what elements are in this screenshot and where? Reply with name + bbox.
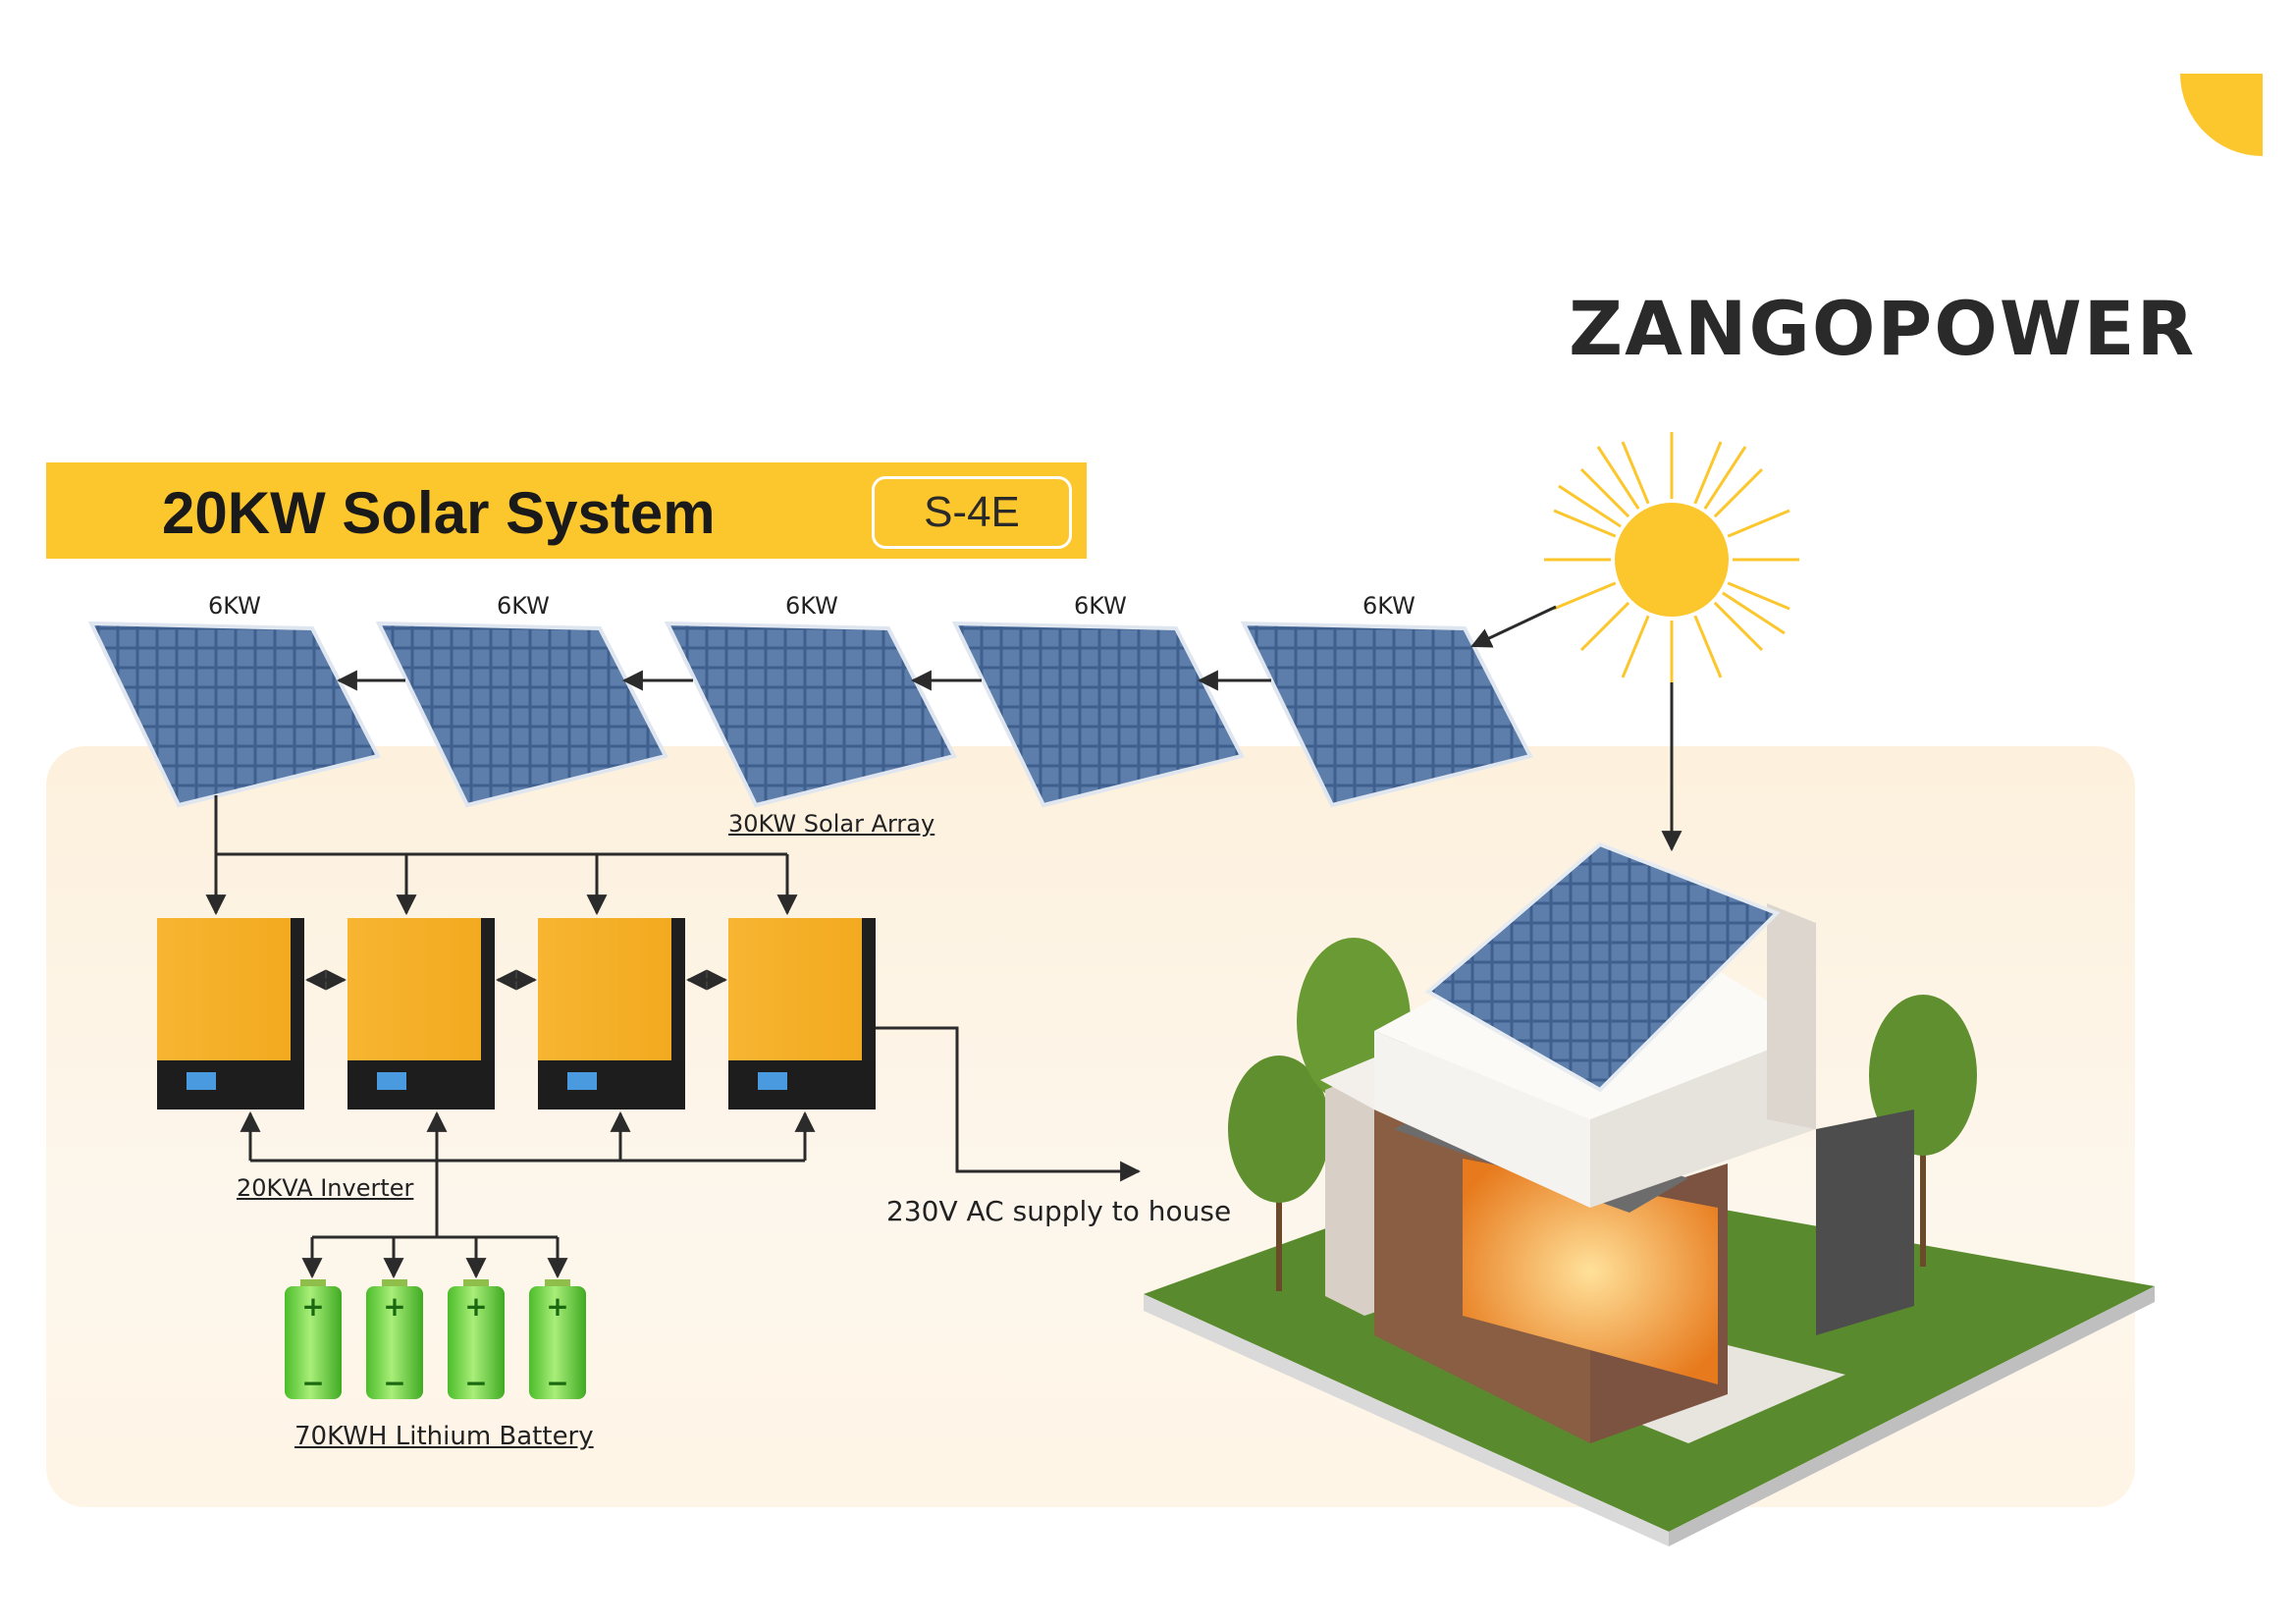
svg-text:+: + (383, 1290, 405, 1323)
panel-label-1: 6KW (208, 592, 261, 620)
battery-label: 70KWH Lithium Battery (294, 1422, 594, 1451)
panel-label-4: 6KW (1074, 592, 1127, 620)
house-icon (1144, 841, 2155, 1546)
battery-icon: + − + − + − + − (285, 1279, 586, 1399)
svg-text:−: − (301, 1367, 324, 1399)
inverter-icon (157, 918, 876, 1110)
sun-icon (1544, 432, 1799, 687)
panel-label-3: 6KW (785, 592, 838, 620)
svg-text:+: + (546, 1290, 568, 1323)
svg-text:−: − (383, 1367, 405, 1399)
array-label: 30KW Solar Array (728, 810, 935, 838)
ac-supply-label: 230V AC supply to house (886, 1195, 1232, 1227)
svg-text:−: − (546, 1367, 568, 1399)
svg-text:−: − (464, 1367, 487, 1399)
inverter-label: 20KVA Inverter (237, 1174, 414, 1202)
page-title: 20KW Solar System (162, 480, 716, 546)
svg-text:+: + (301, 1290, 324, 1323)
model-badge: S-4E (872, 476, 1072, 549)
svg-text:+: + (464, 1290, 487, 1323)
panel-label-5: 6KW (1362, 592, 1415, 620)
brand-logo: ZANGOPOWER (1569, 285, 2197, 372)
solar-panel-icon (87, 621, 1533, 808)
panel-label-2: 6KW (497, 592, 550, 620)
